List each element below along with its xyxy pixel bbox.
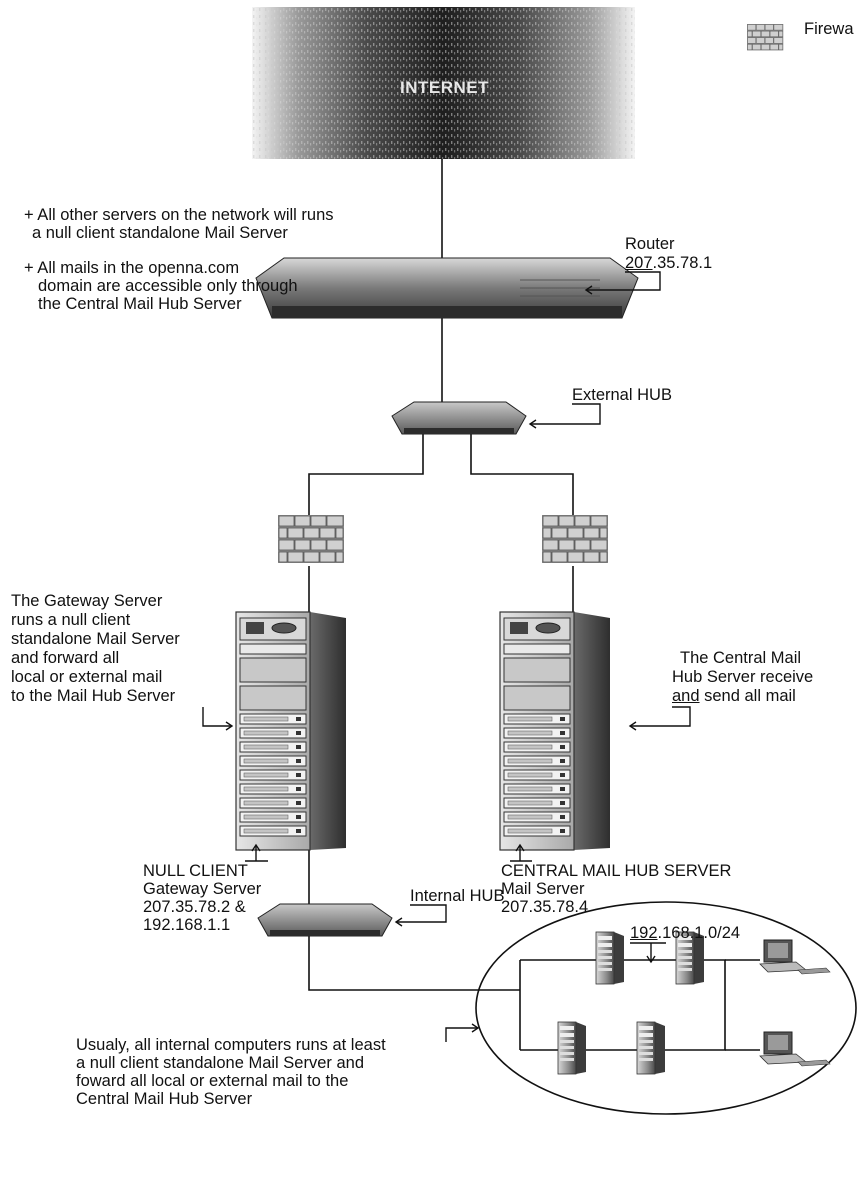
firewall-icon xyxy=(746,23,784,51)
lan-subnet-underlined: 192 xyxy=(630,924,658,942)
workstation-2 xyxy=(759,1031,831,1067)
note-domain-line2: domain are accessible only through xyxy=(38,277,298,295)
gateway-server-tower xyxy=(236,612,346,850)
router-ip-rest: .35.78.1 xyxy=(652,254,713,272)
firewall-left xyxy=(277,514,345,564)
gateway-server-line2: Gateway Server xyxy=(143,880,262,898)
note-domain-line3: the Central Mail Hub Server xyxy=(38,295,242,313)
gateway-desc-line2: runs a null client xyxy=(11,611,131,629)
central-server-line1: CENTRAL MAIL HUB SERVER xyxy=(501,862,732,880)
internal-note-line3: foward all local or external mail to the xyxy=(76,1072,349,1090)
central-desc-line2: Hub Server receive xyxy=(672,668,814,686)
external-hub-label: External HUB xyxy=(572,386,672,404)
internet-label: INTERNET xyxy=(400,78,489,97)
gateway-desc-line1: The Gateway Server xyxy=(11,592,163,610)
gateway-server-line4: 192.168.1.1 xyxy=(143,916,231,934)
central-server-line3: 207.35.78.4 xyxy=(501,898,589,916)
internal-hub-device xyxy=(257,903,393,937)
gateway-desc-line3: standalone Mail Server xyxy=(11,630,180,648)
gateway-desc-line5: local or external mail xyxy=(11,668,163,686)
note-null-client-line1: + All other servers on the network will … xyxy=(24,206,334,224)
router-title: Router xyxy=(625,235,675,253)
gateway-desc-line6: to the Mail Hub Server xyxy=(11,687,176,705)
gateway-server-line3: 207.35.78.2 & xyxy=(143,898,246,916)
callout-arrows xyxy=(202,271,691,1042)
central-desc-rest: send all mail xyxy=(699,687,796,705)
lan-subnet-label: 192.168.1.0/24 xyxy=(630,924,740,942)
firewall-right xyxy=(541,514,609,564)
note-domain-line1: + All mails in the openna.com xyxy=(24,259,240,277)
note-null-client-line2: a null client standalone Mail Server xyxy=(32,224,288,242)
lan-server-3 xyxy=(557,1021,587,1075)
lan-server-1 xyxy=(595,931,625,985)
internet-cloud xyxy=(252,7,635,159)
legend-firewall-label: Firewa xyxy=(804,20,854,38)
gateway-server-line1: NULL CLIENT xyxy=(143,862,248,880)
lan-subnet-rest: .168.1.0/24 xyxy=(657,924,741,942)
router-device xyxy=(255,257,639,319)
router-ip: 207.35.78.1 xyxy=(625,254,712,272)
internal-note-line2: a null client standalone Mail Server and xyxy=(76,1054,365,1072)
central-desc-line1: The Central Mail xyxy=(680,649,802,667)
lan-ellipse xyxy=(475,901,857,1115)
internal-note-line1: Usualy, all internal computers runs at l… xyxy=(76,1036,386,1054)
central-desc-line3: and send all mail xyxy=(672,687,796,705)
external-hub-device xyxy=(391,401,527,435)
central-desc-and: and xyxy=(672,687,700,705)
router-ip-underlined: 207 xyxy=(625,254,653,272)
gateway-desc-line4: and forward all xyxy=(11,649,120,667)
central-server-line2: Mail Server xyxy=(501,880,585,898)
internal-note-line4: Central Mail Hub Server xyxy=(76,1090,253,1108)
lan-server-4 xyxy=(636,1021,666,1075)
internal-hub-label: Internal HUB xyxy=(410,887,505,905)
central-server-tower xyxy=(500,612,610,850)
